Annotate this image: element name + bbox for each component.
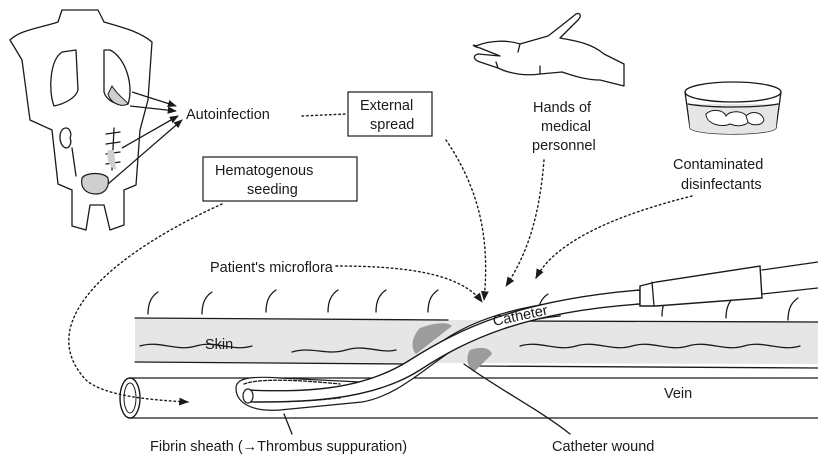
vein-label: Vein [664, 386, 692, 402]
disinfectants-label-line2: disinfectants [681, 177, 762, 193]
skin-label: Skin [205, 337, 233, 353]
hematogenous-label-line2: seeding [247, 182, 298, 198]
catheter-wound-label: Catheter wound [552, 439, 654, 455]
hand-icon [473, 13, 624, 86]
external-spread-label-line1: External [360, 98, 413, 114]
torso-icon [10, 10, 152, 230]
hands-label-line1: Hands of [533, 100, 592, 116]
disinfectant-bowl-icon [685, 82, 781, 134]
hands-path [506, 160, 544, 286]
microflora-label: Patient's microflora [210, 260, 334, 276]
vein-icon [120, 378, 818, 418]
external-spread-box: External spread [348, 92, 432, 136]
wound-pointer [464, 364, 570, 434]
hematogenous-seeding-box: Hematogenous seeding [203, 157, 357, 201]
autoinfection-label: Autoinfection [186, 107, 270, 123]
hands-label-line2: medical [541, 119, 591, 135]
fibrin-pointer [284, 414, 292, 434]
disinfectants-label-line1: Contaminated [673, 157, 763, 173]
disinfectants-path [536, 196, 692, 278]
autoinfection-to-external-link [302, 114, 346, 116]
external-spread-label-line2: spread [370, 117, 414, 133]
hematogenous-path [69, 204, 222, 402]
external-spread-path [446, 140, 486, 300]
hands-label-line3: personnel [532, 138, 596, 154]
autoinfection-arrows [108, 92, 182, 184]
microflora-path [336, 266, 482, 302]
fibrin-sheath-label: Fibrin sheath (→Thrombus suppuration) [150, 439, 407, 455]
hematogenous-label-line1: Hematogenous [215, 163, 313, 179]
